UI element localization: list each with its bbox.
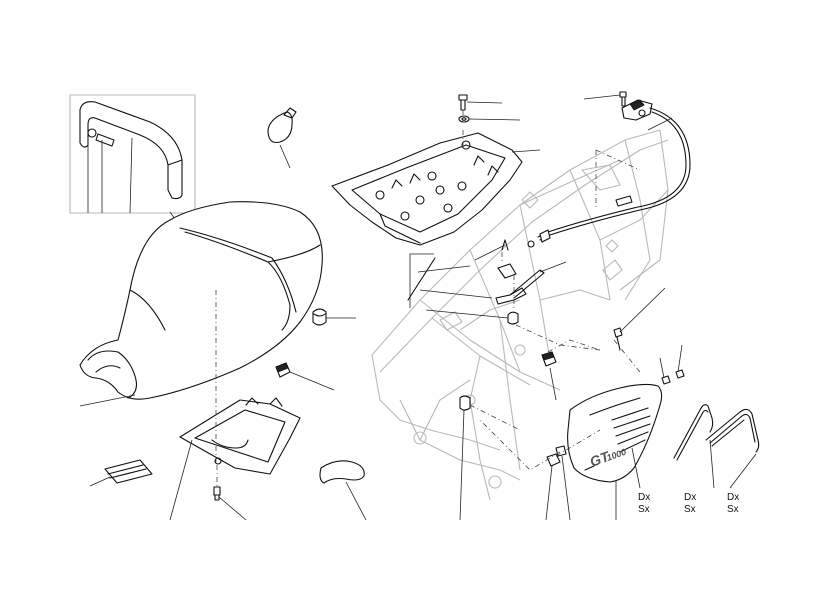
side-label-group-2: Dx Sx bbox=[684, 492, 696, 515]
sealing-strip-2 bbox=[705, 408, 760, 489]
side-cover: GT 1000 bbox=[567, 383, 663, 520]
bracket bbox=[541, 339, 601, 401]
seat bbox=[79, 201, 323, 410]
side-label-right: Dx bbox=[727, 492, 739, 503]
seat-support-plate bbox=[331, 130, 541, 246]
top-bolt-washer bbox=[458, 94, 521, 123]
cover-screws bbox=[659, 344, 685, 385]
side-label-left: Sx bbox=[638, 504, 650, 515]
rubber-bumper bbox=[312, 308, 356, 326]
seat-pad bbox=[319, 460, 367, 521]
side-label-right: Dx bbox=[684, 492, 696, 503]
assembly-lines bbox=[469, 149, 641, 431]
side-label-group-3: Dx Sx bbox=[727, 492, 739, 515]
cover-leader bbox=[631, 447, 641, 489]
cover-logo-model: GT bbox=[588, 448, 613, 470]
side-label-left: Sx bbox=[727, 504, 739, 515]
side-label-left: Sx bbox=[684, 504, 696, 515]
sealing-strip-1 bbox=[673, 404, 715, 489]
motorcycle-frame bbox=[371, 129, 669, 501]
side-label-right: Dx bbox=[638, 492, 650, 503]
spacer-grommet bbox=[459, 395, 471, 521]
seat-lock-cable bbox=[527, 91, 691, 248]
small-block bbox=[275, 362, 335, 391]
lower-fasteners bbox=[479, 419, 601, 521]
lock-mechanism bbox=[407, 239, 567, 325]
grab-handle-inset bbox=[69, 94, 196, 227]
manual-booklet bbox=[89, 459, 153, 487]
tray-screw bbox=[213, 465, 247, 521]
seat-base-tray bbox=[169, 397, 301, 521]
side-label-group-1: Dx Sx bbox=[638, 492, 650, 515]
helmet-cable bbox=[267, 107, 297, 169]
cover-pin bbox=[613, 287, 666, 351]
